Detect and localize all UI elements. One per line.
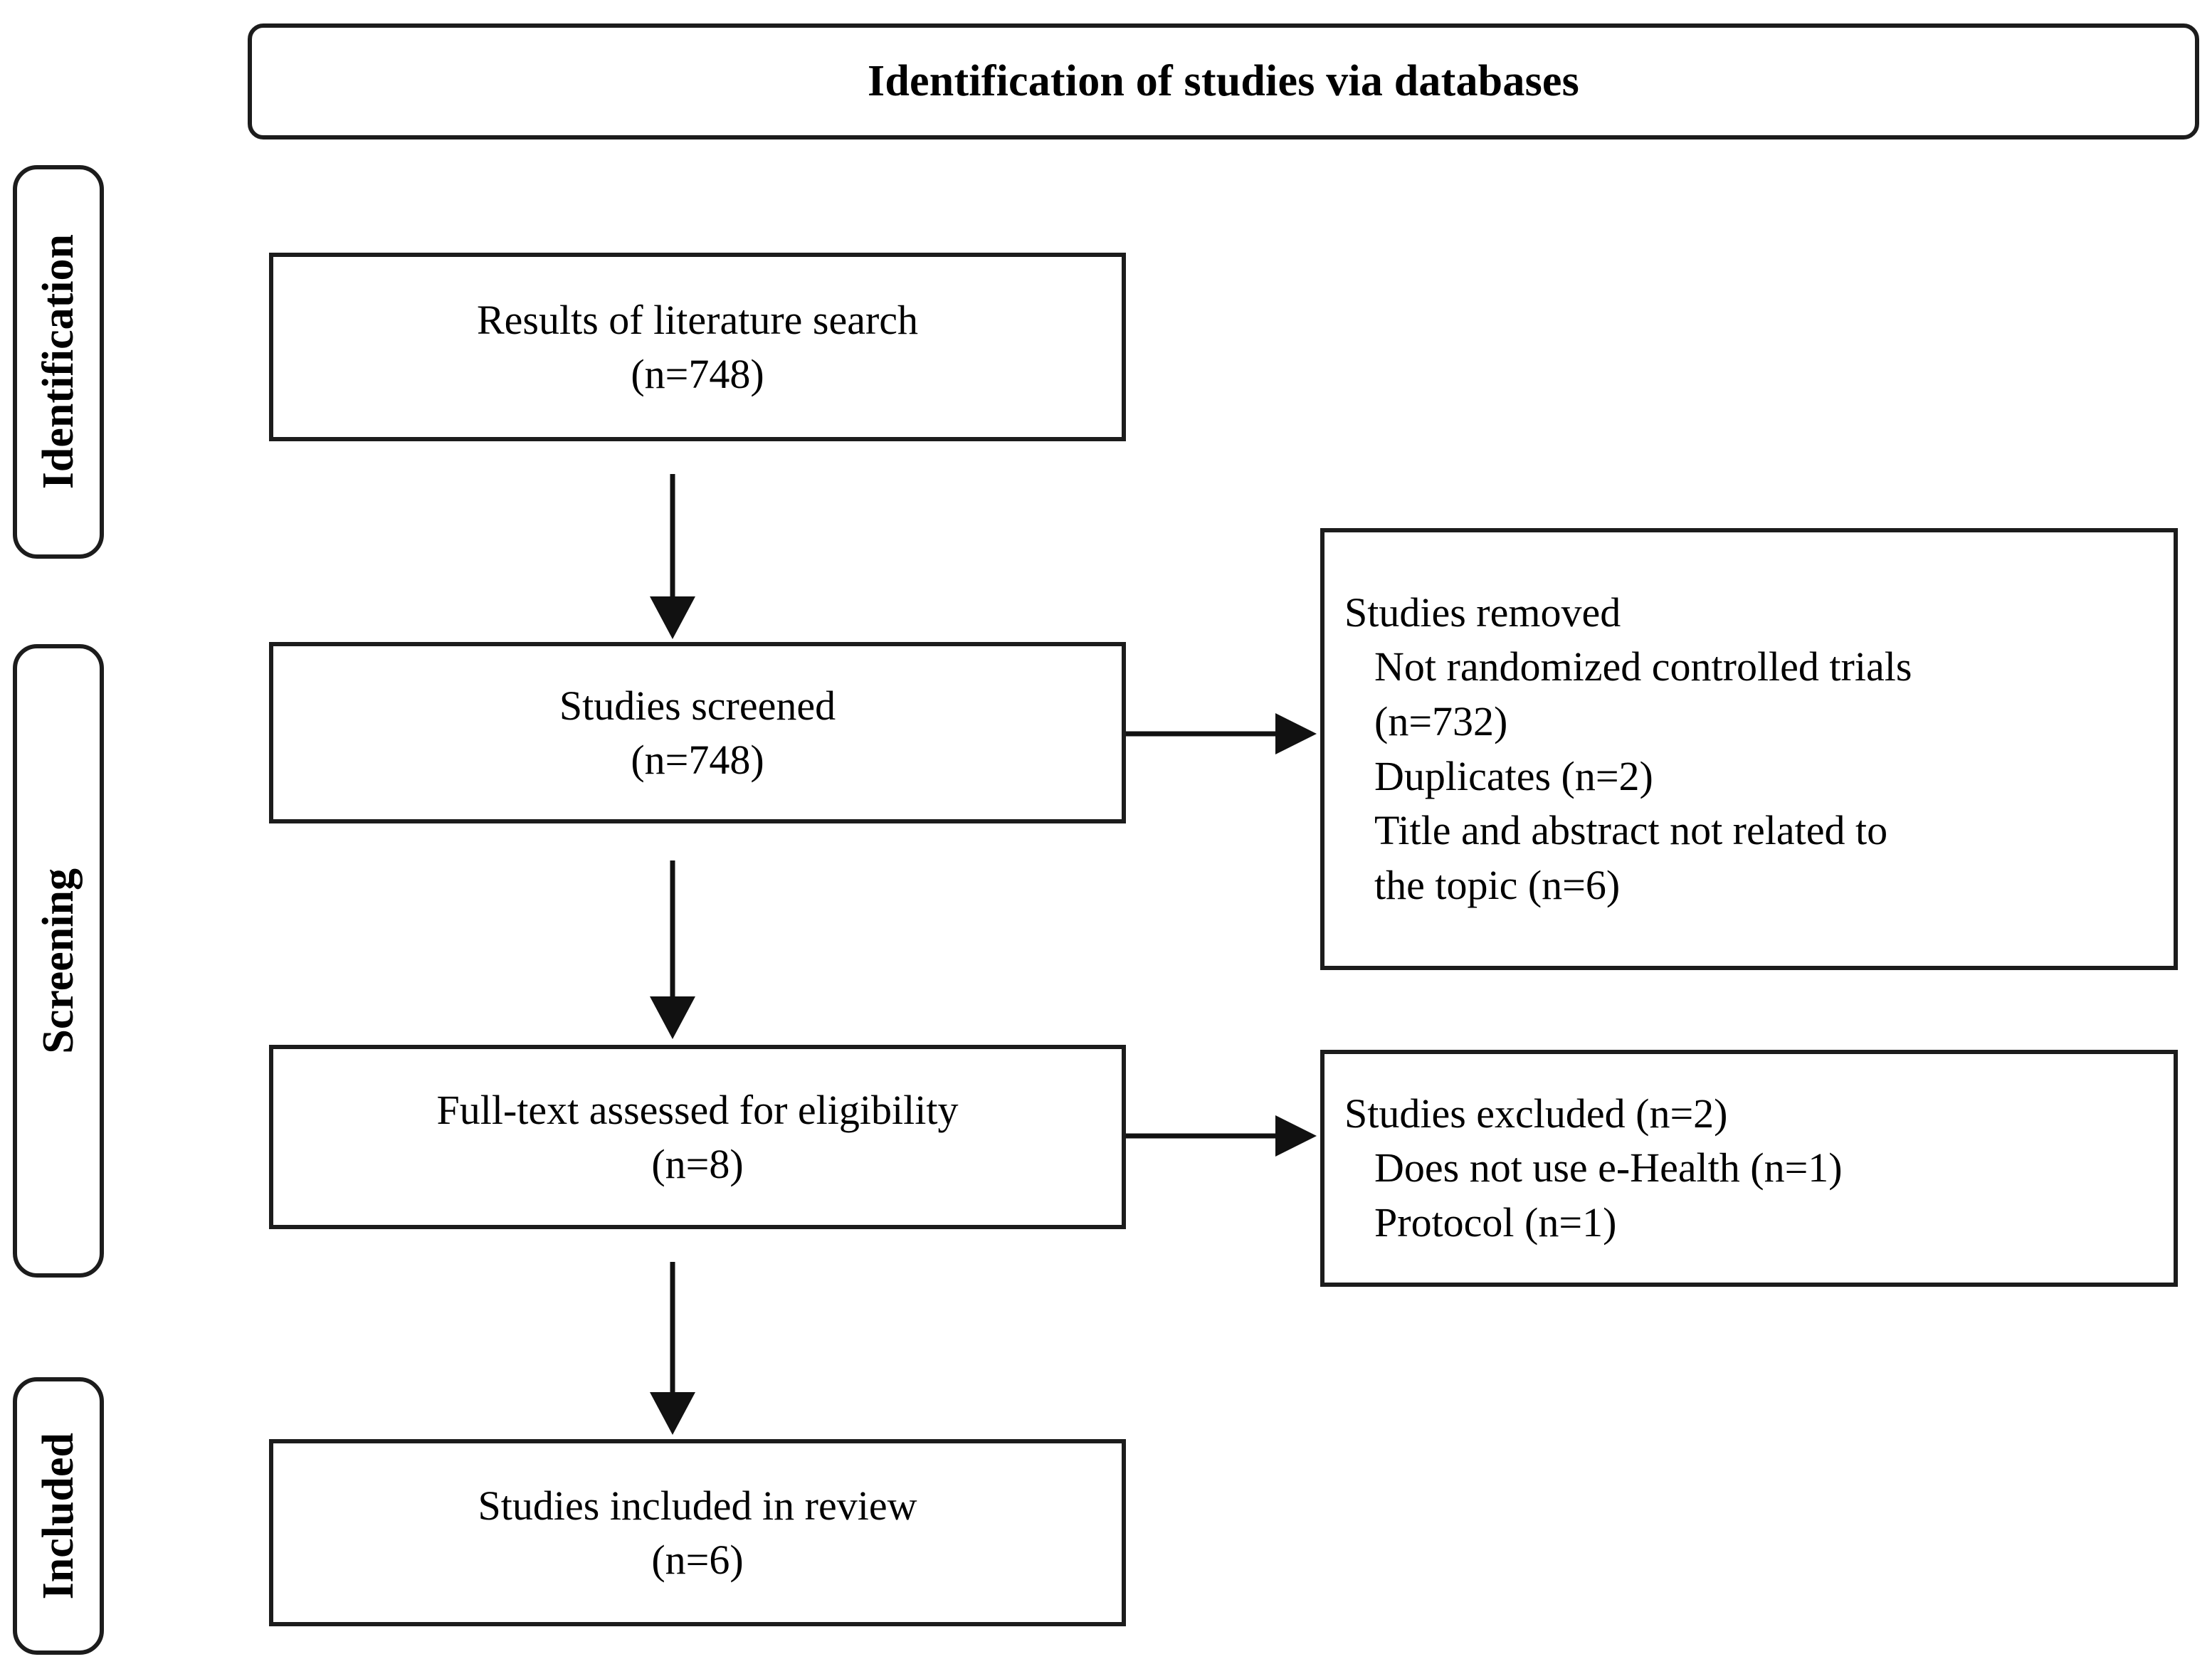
stage-label-included-text: Included xyxy=(34,1432,83,1600)
box-results-line2: (n=748) xyxy=(631,350,764,397)
box-removed-line-3: Duplicates (n=2) xyxy=(1374,752,1653,799)
box-studies-included-in-review: Studies included in review (n=6) xyxy=(269,1439,1126,1626)
box-excluded-text: Studies excluded (n=2) Does not use e-He… xyxy=(1344,1087,2159,1251)
stage-label-screening-text: Screening xyxy=(34,868,83,1054)
box-fulltext-line1: Full-text assessed for eligibility xyxy=(436,1087,959,1134)
box-results-of-literature-search: Results of literature search (n=748) xyxy=(269,253,1126,441)
box-excluded-line-1: Does not use e-Health (n=1) xyxy=(1374,1144,1843,1191)
box-studies-screened: Studies screened (n=748) xyxy=(269,642,1126,823)
box-removed-line-1: Not randomized controlled trials xyxy=(1374,643,1912,690)
stage-label-screening: Screening xyxy=(13,644,104,1278)
arrow-right-screened-to-removed xyxy=(1126,712,1323,756)
box-results-line1: Results of literature search xyxy=(476,297,919,344)
arrow-right-fulltext-to-excluded xyxy=(1126,1114,1323,1158)
box-screened-text: Studies screened (n=748) xyxy=(273,679,1122,786)
box-removed-heading: Studies removed xyxy=(1344,589,1621,636)
box-screened-line1: Studies screened xyxy=(559,683,836,730)
box-included-text: Studies included in review (n=6) xyxy=(273,1479,1122,1586)
arrow-down-screened-to-fulltext xyxy=(644,823,701,1045)
arrow-down-fulltext-to-included xyxy=(644,1229,701,1439)
box-studies-removed: Studies removed Not randomized controlle… xyxy=(1320,528,2178,970)
stage-label-identification-text: Identification xyxy=(34,234,83,490)
diagram-title: Identification of studies via databases xyxy=(868,57,1579,105)
box-included-line1: Studies included in review xyxy=(478,1483,917,1530)
box-removed-line-4: Title and abstract not related to xyxy=(1374,807,1888,854)
stage-label-included: Included xyxy=(13,1377,104,1655)
box-screened-line2: (n=748) xyxy=(631,736,764,783)
diagram-header-banner: Identification of studies via databases xyxy=(248,23,2199,139)
box-full-text-assessed: Full-text assessed for eligibility (n=8) xyxy=(269,1045,1126,1229)
box-excluded-line-2: Protocol (n=1) xyxy=(1374,1199,1617,1246)
box-removed-text: Studies removed Not randomized controlle… xyxy=(1344,586,2159,912)
stage-label-identification: Identification xyxy=(13,165,104,559)
box-results-text: Results of literature search (n=748) xyxy=(273,293,1122,401)
box-removed-line-2: (n=732) xyxy=(1374,697,1508,744)
box-excluded-heading: Studies excluded (n=2) xyxy=(1344,1090,1728,1137)
box-included-line2: (n=6) xyxy=(651,1536,744,1583)
box-studies-excluded: Studies excluded (n=2) Does not use e-He… xyxy=(1320,1050,2178,1287)
box-fulltext-text: Full-text assessed for eligibility (n=8) xyxy=(273,1083,1122,1191)
box-removed-line-5: the topic (n=6) xyxy=(1374,861,1621,908)
arrow-down-results-to-screened xyxy=(644,441,701,642)
box-fulltext-line2: (n=8) xyxy=(651,1140,744,1187)
